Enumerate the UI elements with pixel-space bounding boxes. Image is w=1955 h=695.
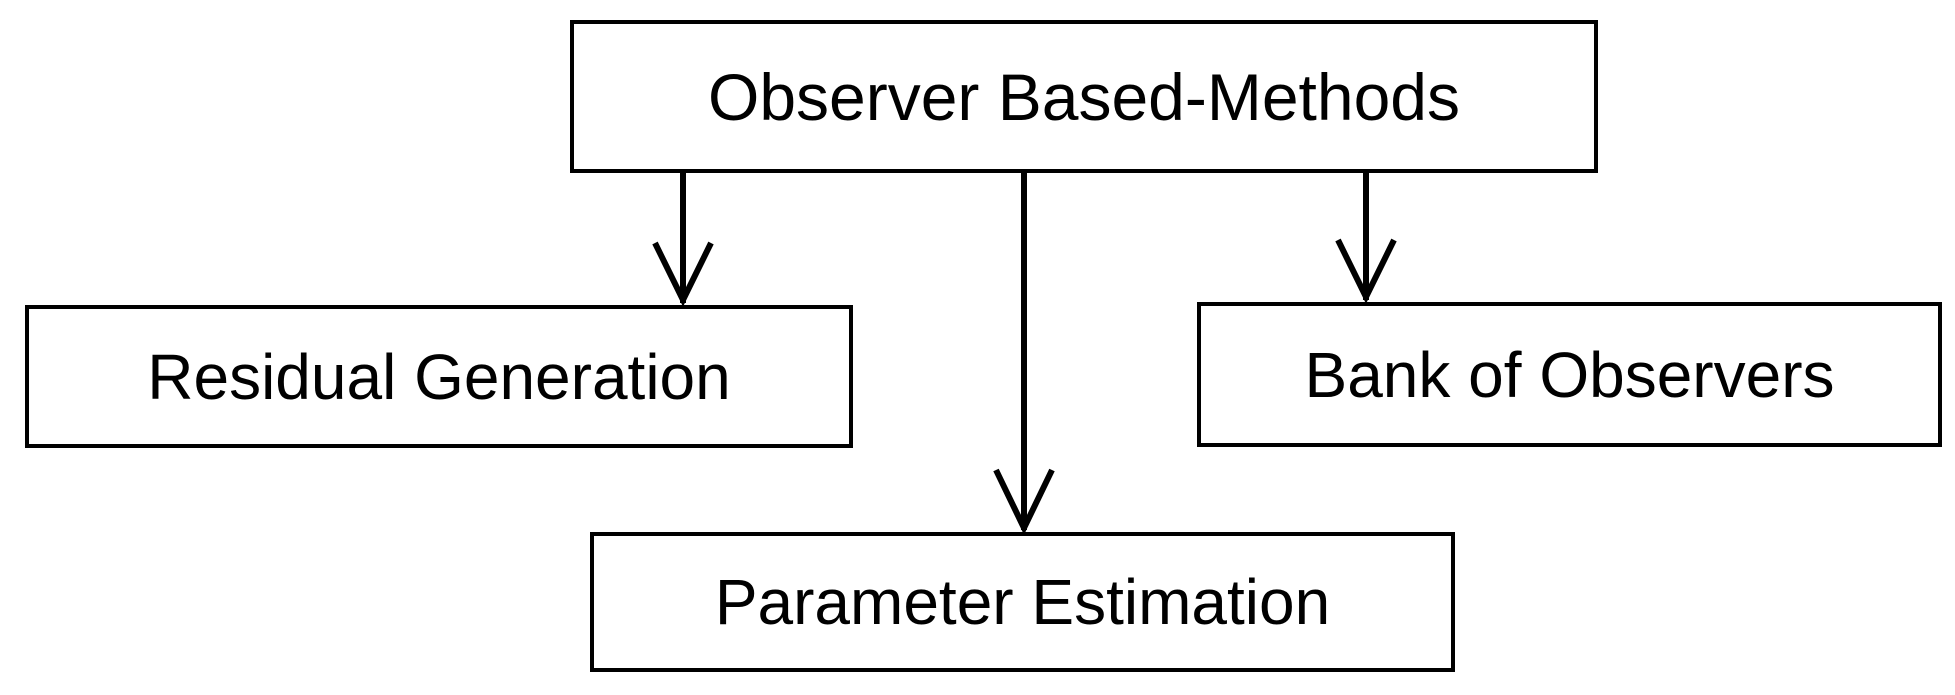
- edge-root-to-residual: [652, 173, 714, 307]
- edge-root-to-bank: [1335, 173, 1397, 304]
- node-parameter-estimation[interactable]: Parameter Estimation: [590, 532, 1455, 672]
- node-label-bank-of-observers: Bank of Observers: [1304, 338, 1835, 411]
- node-label-parameter-estimation: Parameter Estimation: [714, 566, 1331, 638]
- node-residual-generation[interactable]: Residual Generation: [25, 305, 853, 448]
- edge-root-to-parameter: [993, 173, 1055, 535]
- node-observer-based-methods[interactable]: Observer Based-Methods: [570, 20, 1598, 173]
- node-bank-of-observers[interactable]: Bank of Observers: [1197, 302, 1942, 447]
- node-label-observer-based-methods: Observer Based-Methods: [707, 59, 1460, 134]
- node-label-residual-generation: Residual Generation: [147, 340, 731, 413]
